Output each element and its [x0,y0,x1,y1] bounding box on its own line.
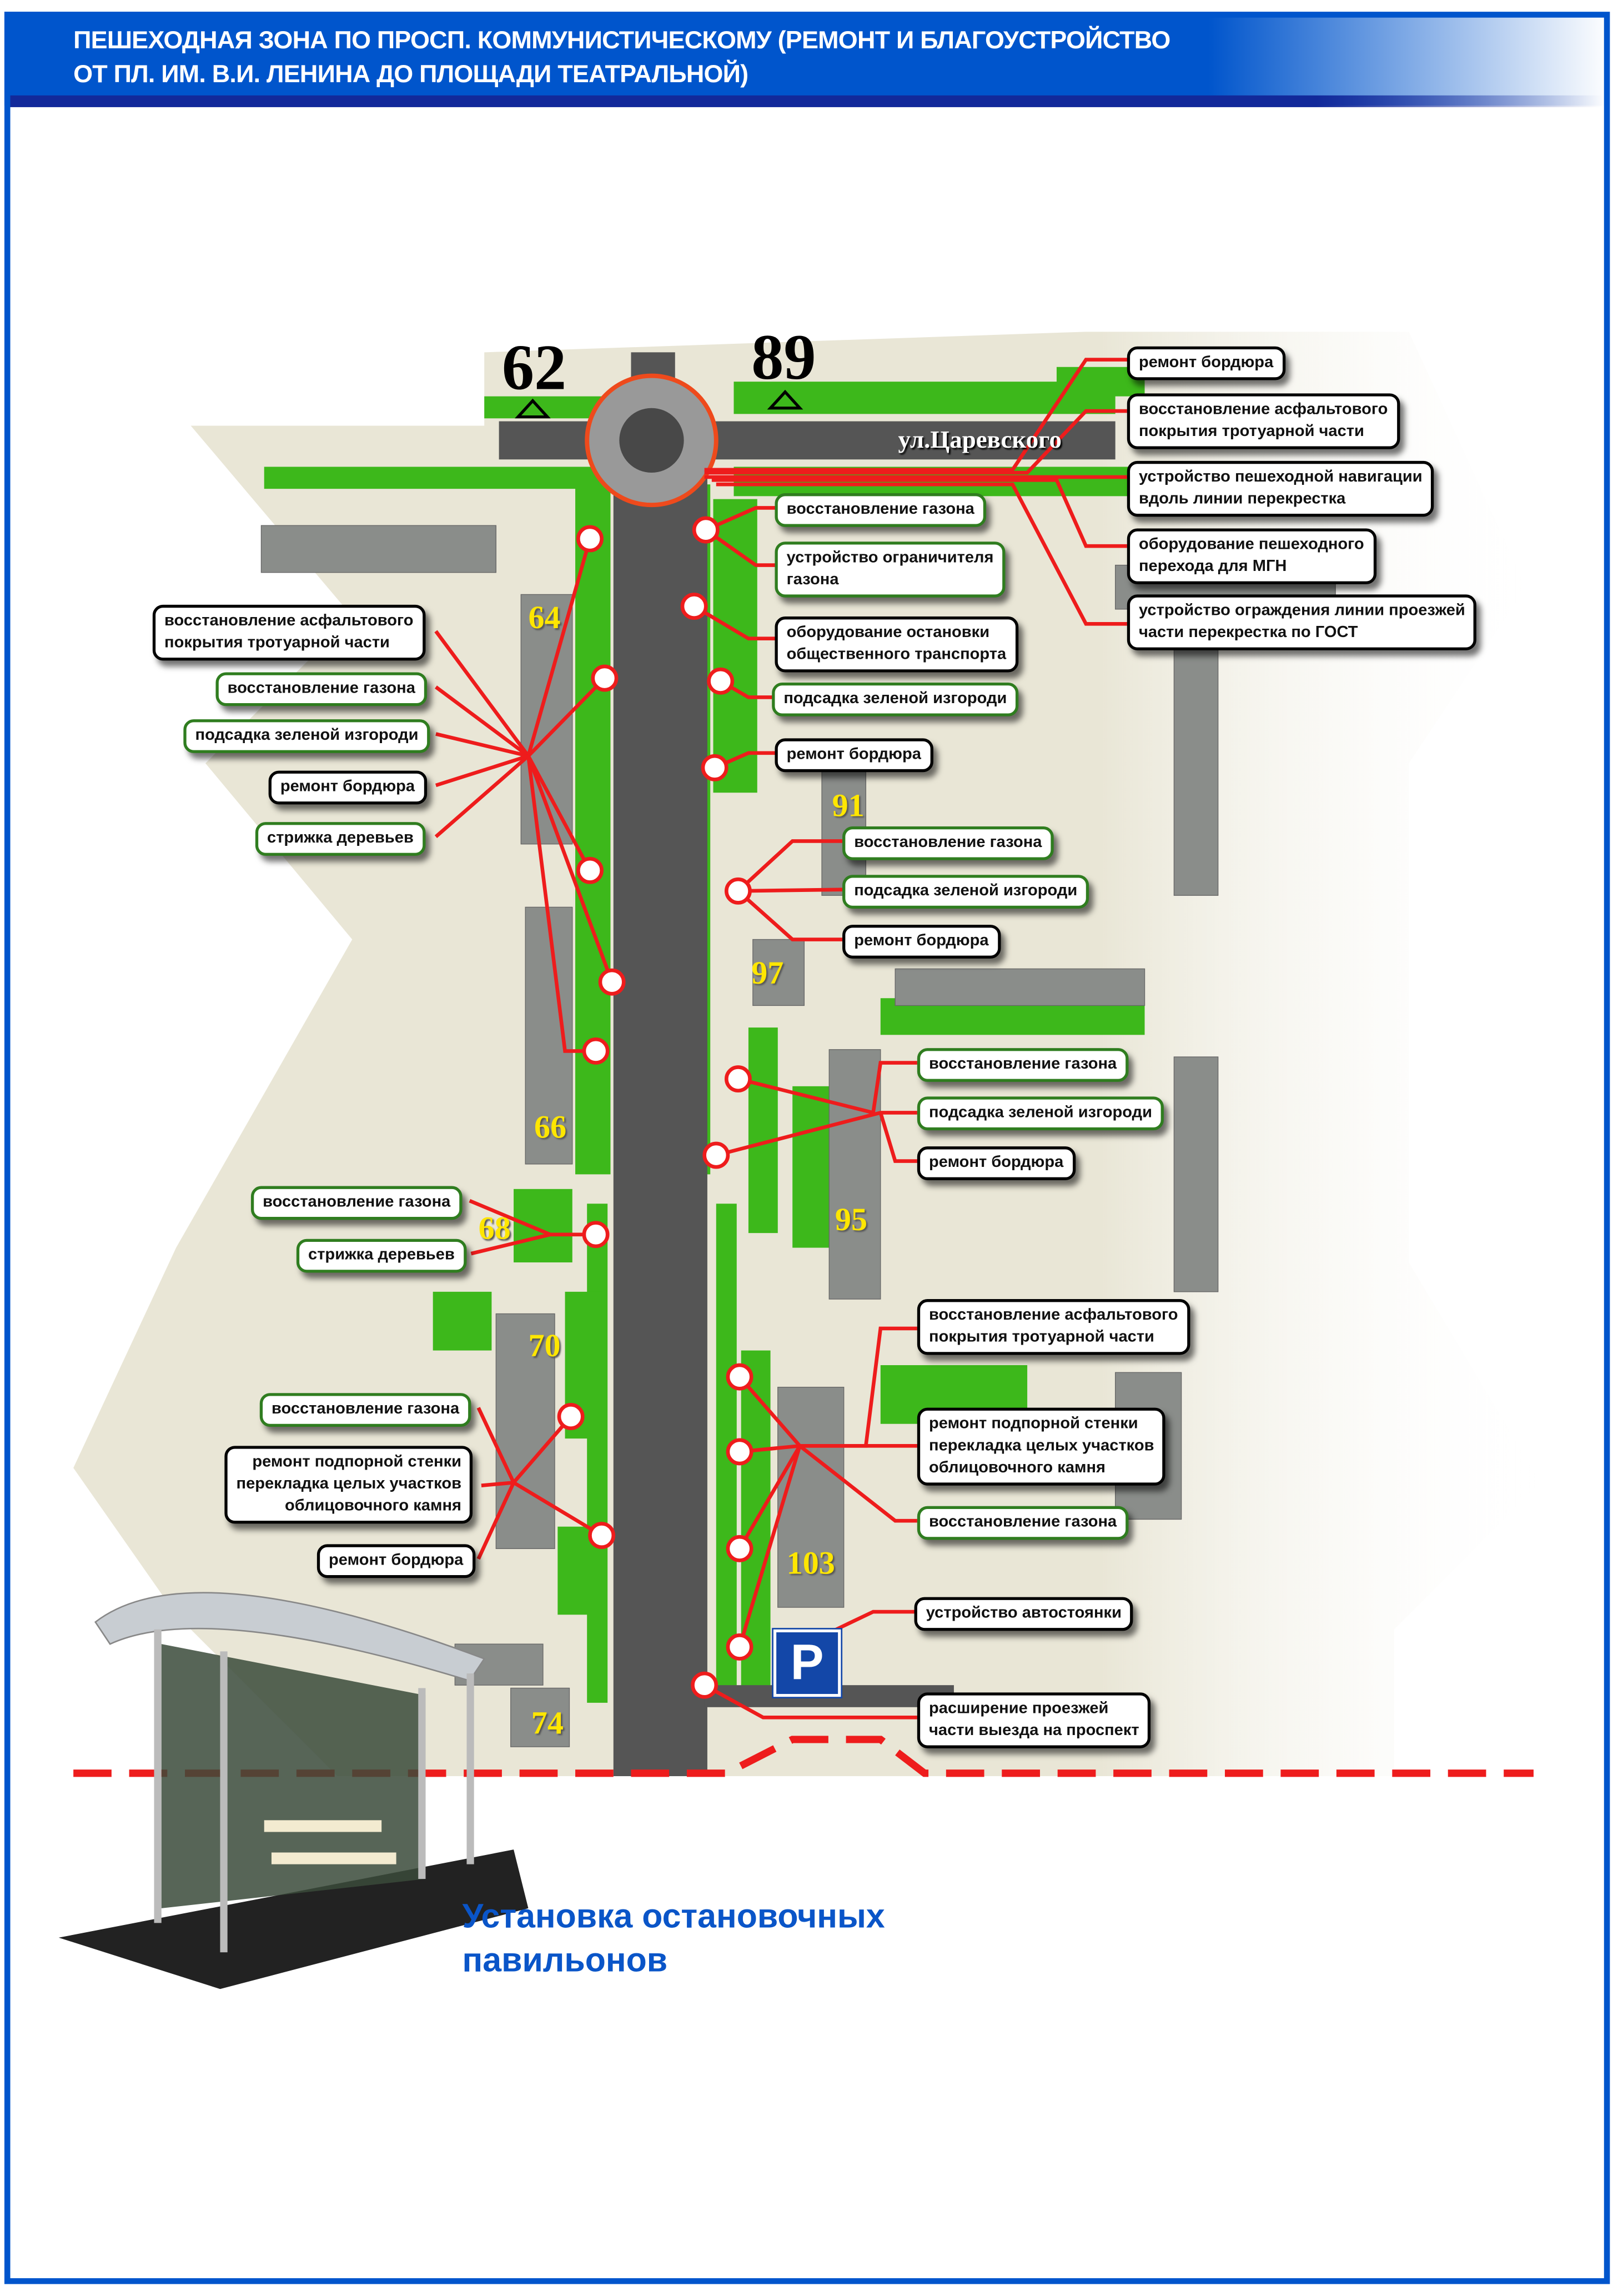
callout-label: подсадка зеленой изгороди [772,682,1019,716]
bus-shelter-caption: Установка остановочных павильонов [462,1896,885,1979]
callout-label: подсадка зеленой изгороди [842,875,1089,909]
callout-label: ремонт бордюра [1127,346,1285,380]
callout-label: восстановление газона [917,1506,1129,1540]
building-number: 64 [528,599,561,636]
bus-shelter-illustration [58,1592,529,1989]
callout-label: ремонт бордюра [917,1146,1076,1180]
callout-label: ремонт бордюра [316,1544,475,1578]
callout-label: восстановление асфальтового покрытия тро… [152,604,425,661]
callout-label: ремонт подпорной стенки перекладка целых… [224,1446,474,1524]
callout-label: стрижка деревьев [296,1239,466,1273]
callout-label: ремонт бордюра [775,738,933,773]
callout-label: устройство пешеходной навигации вдоль ли… [1127,460,1434,517]
building-number: 95 [835,1200,868,1238]
callout-label: восстановление асфальтового покрытия тро… [1127,393,1400,449]
house-number-62: 62 [501,332,567,404]
house-marker-triangle [515,398,551,419]
header-banner [4,12,1610,106]
page-frame [4,12,1610,2284]
house-number-89: 89 [751,321,816,394]
callout-label: устройство ограничителя газона [775,542,1006,598]
callout-label: подсадка зеленой изгороди [917,1096,1164,1131]
callout-label: оборудование пешеходного перехода для МГ… [1127,528,1376,584]
callout-label: восстановление газона [259,1393,471,1427]
building-number: 103 [786,1544,835,1581]
header-underline [10,95,1603,107]
callout-label: оборудование остановки общественного тра… [775,616,1018,673]
callout-label: ремонт подпорной стенки перекладка целых… [917,1407,1166,1486]
buildings [260,525,1336,1747]
callout-label: восстановление газона [842,826,1054,860]
building-number: 91 [832,786,865,824]
callout-label: восстановление асфальтового покрытия тро… [917,1299,1190,1355]
building-number: 68 [478,1209,511,1246]
callout-label: ремонт бордюра [842,925,1001,959]
callout-label: восстановление газона [775,493,987,527]
callout-label: восстановление газона [250,1186,463,1220]
building-number: 97 [751,954,784,991]
callout-label: восстановление газона [917,1048,1129,1082]
callout-label: стрижка деревьев [255,822,425,856]
building-number: 70 [528,1327,561,1364]
callout-label: подсадка зеленой изгороди [183,719,430,753]
callout-label: ремонт бордюра [268,770,427,805]
callout-label: устройство автостоянки [914,1597,1134,1631]
street-name: ул.Царевского [898,425,1062,454]
marker-points [557,516,753,1699]
callout-label: восстановление газона [215,672,428,706]
zone-boundary-dashed [73,1736,1534,1777]
parking-sign: P [772,1628,843,1698]
callout-label: расширение проезжей части выезда на прос… [917,1692,1151,1748]
page-title: ПЕШЕХОДНАЯ ЗОНА ПО ПРОСП. КОММУНИСТИЧЕСК… [73,26,1170,88]
building-number: 74 [531,1704,564,1741]
building-number: 66 [534,1108,567,1145]
callout-label: устройство ограждения линии проезжей час… [1127,594,1477,650]
house-marker-triangle [767,389,803,410]
